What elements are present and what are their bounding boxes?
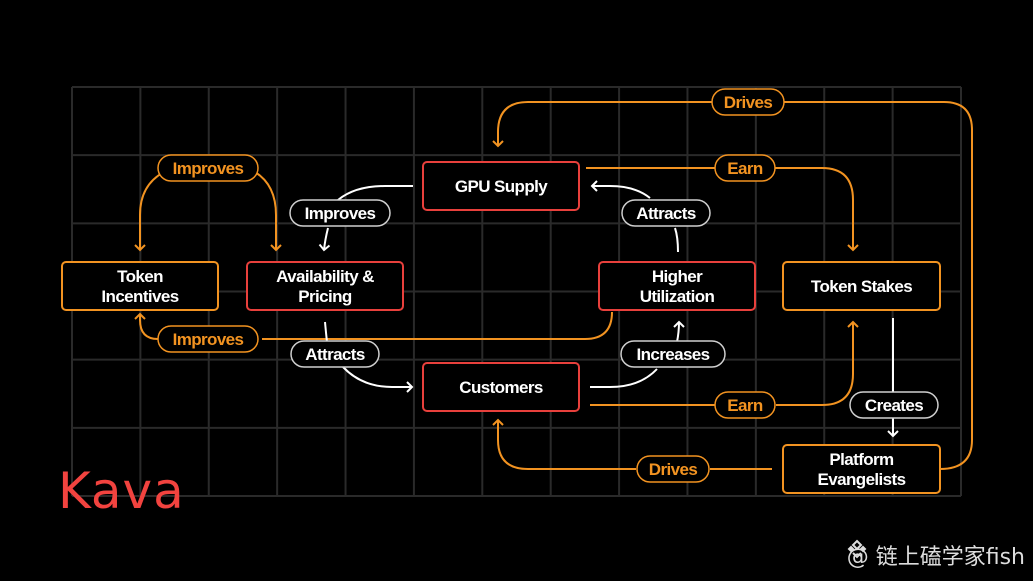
pill-text: Earn	[727, 396, 763, 415]
node-label: Incentives	[101, 287, 178, 306]
edge-increases-up	[673, 320, 685, 343]
edge-increases	[590, 368, 658, 388]
watermark-text: @ 链上磕学家fish	[846, 545, 1025, 570]
edge-label-improves-gpu: Improves	[289, 199, 391, 227]
pill-outline	[157, 325, 259, 353]
node-availability: Availability &Pricing	[246, 261, 404, 311]
pill-outline	[620, 340, 726, 368]
edge-drives-bottom-left	[492, 418, 636, 470]
kava-logo: Kava	[58, 462, 185, 520]
pill-text: Improves	[173, 330, 244, 349]
node-box	[598, 261, 756, 311]
pill-outline	[289, 199, 391, 227]
edge-improves-bottom-left	[134, 312, 159, 340]
pill-text: Creates	[865, 396, 923, 415]
edge-drives-top	[492, 101, 973, 470]
pill-text: Earn	[727, 159, 763, 178]
pill-outline	[711, 88, 785, 116]
pill-outline	[714, 391, 776, 419]
node-box	[422, 362, 580, 412]
node-box	[422, 161, 580, 211]
node-box	[782, 261, 941, 311]
node-label: Token	[117, 267, 163, 286]
node-box	[782, 444, 941, 494]
pill-text: Attracts	[636, 204, 696, 223]
edge-attracts-top-up	[674, 227, 679, 253]
node-box	[61, 261, 219, 311]
edge-improves-bottom	[262, 311, 613, 340]
edge-label-attracts-bottom: Attracts	[290, 340, 380, 368]
edge-improves-top-right	[254, 171, 282, 252]
edge-label-creates: Creates	[849, 391, 939, 419]
edge-label-drives-bottom: Drives	[636, 455, 710, 483]
node-box	[246, 261, 404, 311]
pill-outline	[290, 340, 380, 368]
node-customers: Customers	[422, 362, 580, 412]
pill-outline	[157, 154, 259, 182]
connectors	[134, 101, 973, 470]
node-label: Pricing	[298, 287, 352, 306]
edge-label-drives-top: Drives	[711, 88, 785, 116]
binance-diamond-icon	[847, 539, 867, 559]
pill-outline	[621, 199, 711, 227]
node-label: Higher	[652, 267, 703, 286]
edge-label-improves-top: Improves	[157, 154, 259, 182]
pill-text: Improves	[305, 204, 376, 223]
node-label: Utilization	[640, 287, 715, 306]
node-label: Platform	[829, 450, 894, 469]
edge-label-earn-bottom: Earn	[714, 391, 776, 419]
node-label: Evangelists	[818, 470, 906, 489]
node-label: Customers	[459, 378, 543, 397]
edge-label-increases: Increases	[620, 340, 726, 368]
pill-text: Attracts	[305, 345, 365, 364]
node-token-stakes: Token Stakes	[782, 261, 941, 311]
watermark: @ 链上磕学家fish	[847, 539, 1025, 571]
edge-improves-gpu	[337, 185, 413, 201]
pill-outline	[849, 391, 939, 419]
edge-attracts-top	[590, 180, 651, 199]
pill-text: Drives	[724, 93, 773, 112]
edge-improves-gpu-down	[318, 227, 331, 252]
node-label: GPU Supply	[455, 177, 548, 196]
pill-outline	[714, 154, 776, 182]
edge-label-improves-bottom: Improves	[157, 325, 259, 353]
node-gpu-supply: GPU Supply	[422, 161, 580, 211]
pill-text: Drives	[649, 460, 698, 479]
node-label: Token Stakes	[811, 277, 912, 296]
edge-attracts-bottom	[342, 366, 414, 393]
edge-label-earn-top: Earn	[714, 154, 776, 182]
edge-earn-bottom-right	[776, 320, 859, 406]
node-label: Availability &	[276, 267, 374, 286]
edge-label-attracts-top: Attracts	[621, 199, 711, 227]
pill-outline	[636, 455, 710, 483]
pill-text: Improves	[173, 159, 244, 178]
edge-earn-top	[586, 167, 859, 252]
pill-text: Increases	[636, 345, 709, 364]
edge-improves-top-left	[134, 171, 165, 252]
